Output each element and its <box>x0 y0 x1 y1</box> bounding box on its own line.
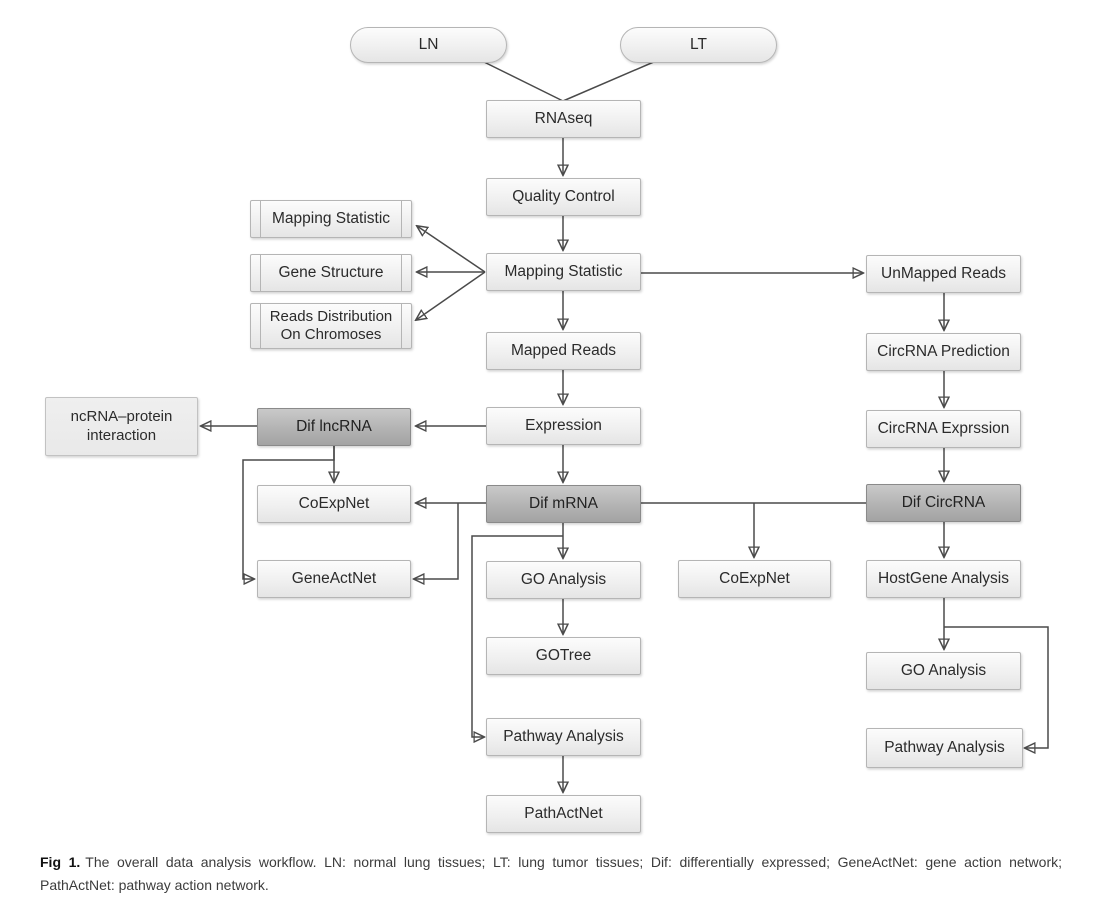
node-quality-control: Quality Control <box>486 178 641 216</box>
node-go-analysis-mid: GO Analysis <box>486 561 641 599</box>
connector-difmrna-pathwayanalysis <box>471 535 563 737</box>
caption-label: Fig 1. <box>40 854 81 870</box>
connector-lt-rnaseq <box>562 60 657 102</box>
connector-mappingstatistic-readsdistribution <box>416 271 486 320</box>
connector-ln-rnaseq <box>481 60 564 102</box>
node-hostgene-analysis: HostGene Analysis <box>866 560 1021 598</box>
node-ln: LN <box>350 27 507 63</box>
node-circrna-exprssion: CircRNA Exprssion <box>866 410 1021 448</box>
node-dif-circrna: Dif CircRNA <box>866 484 1021 522</box>
node-go-analysis-right: GO Analysis <box>866 652 1021 690</box>
node-coexpnet-mid: CoExpNet <box>678 560 831 598</box>
node-geneactnet: GeneActNet <box>257 560 411 598</box>
node-reads-distribution: Reads Distribution On Chromoses <box>250 303 412 349</box>
node-circrna-prediction: CircRNA Prediction <box>866 333 1021 371</box>
node-lt: LT <box>620 27 777 63</box>
node-pathactnet: PathActNet <box>486 795 641 833</box>
connector-mappingstatistic-mappingstatisticsub <box>417 226 486 273</box>
node-rnaseq: RNAseq <box>486 100 641 138</box>
node-mapping-statistic: Mapping Statistic <box>486 253 641 291</box>
node-mapped-reads: Mapped Reads <box>486 332 641 370</box>
node-gotree: GOTree <box>486 637 641 675</box>
node-gene-structure: Gene Structure <box>250 254 412 292</box>
node-pathway-analysis-mid: Pathway Analysis <box>486 718 641 756</box>
node-mapping-statistic-sub: Mapping Statistic <box>250 200 412 238</box>
node-ncrna-protein-interaction: ncRNA–protein interaction <box>45 397 198 456</box>
node-expression: Expression <box>486 407 641 445</box>
connector-difmrna-geneactnet <box>414 503 459 579</box>
figure-caption: Fig 1.The overall data analysis workflow… <box>40 851 1062 897</box>
caption-text: The overall data analysis workflow. LN: … <box>40 854 1062 894</box>
node-dif-mrna: Dif mRNA <box>486 485 641 523</box>
node-dif-lncrna: Dif lncRNA <box>257 408 411 446</box>
node-coexpnet-left: CoExpNet <box>257 485 411 523</box>
node-pathway-analysis-right: Pathway Analysis <box>866 728 1023 768</box>
connector-diflncrna-geneactnet <box>242 446 335 579</box>
node-unmapped-reads: UnMapped Reads <box>866 255 1021 293</box>
connector-hostgene-pathwayanalysisright <box>944 626 1049 748</box>
